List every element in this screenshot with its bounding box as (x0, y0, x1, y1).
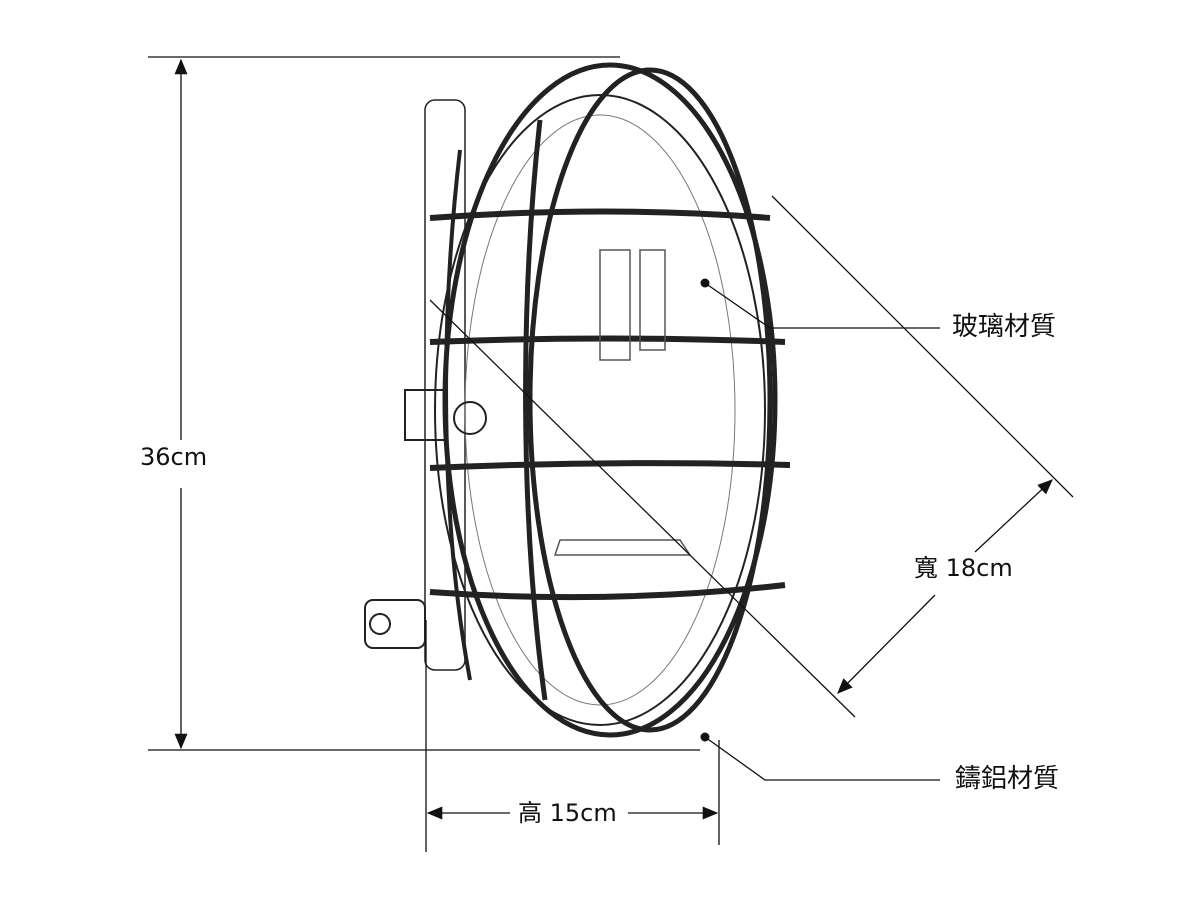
glass-dome (464, 114, 736, 706)
bulb-detail (553, 249, 692, 556)
height-label: 36cm (140, 443, 208, 471)
cage-bar (523, 119, 548, 701)
cage-inner (527, 67, 773, 733)
width-dimension (429, 195, 1074, 718)
clamp (404, 389, 487, 441)
width-label: 寬 18cm (914, 554, 1013, 582)
cable-gland (364, 599, 426, 649)
cage-rings (429, 208, 791, 601)
lamp-illustration (364, 62, 791, 738)
cage-outer (442, 62, 778, 738)
cage-bar (444, 149, 472, 681)
depth-label: 高 15cm (518, 799, 617, 827)
depth-dimension (425, 620, 720, 852)
glass-material-label: 玻璃材質 (952, 312, 1057, 342)
callout-leaders (700, 278, 940, 781)
height-dimension (148, 56, 700, 751)
lamp-body (434, 94, 766, 726)
cast-aluminum-material-label: 鑄鋁材質 (955, 764, 1060, 794)
